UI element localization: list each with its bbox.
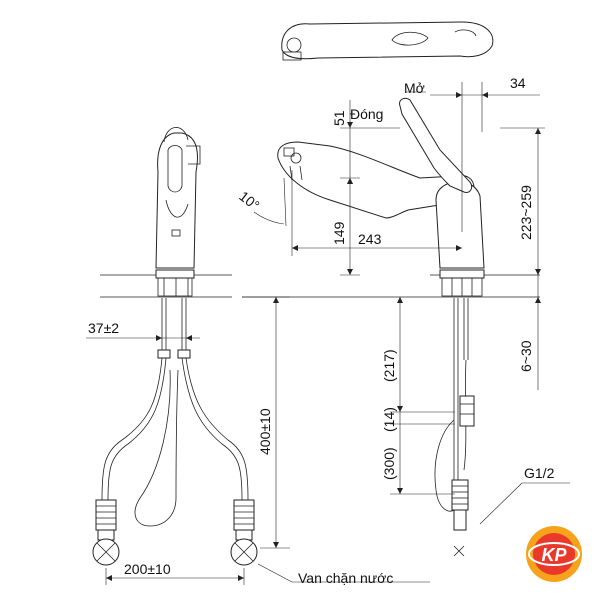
side-view	[242, 97, 540, 557]
label-dim-149: 149	[331, 221, 347, 245]
label-close: Đóng	[350, 106, 383, 122]
label-dim-51: 51	[331, 110, 347, 126]
label-dim-10deg: 10°	[236, 188, 263, 214]
label-dim-223-259: 223~259	[518, 185, 534, 240]
top-view	[281, 21, 494, 61]
label-dim-217: (217)	[381, 349, 397, 382]
kp-logo: KP	[526, 526, 582, 582]
label-open: Mở	[404, 80, 425, 96]
logo-text: KP	[541, 545, 567, 565]
label-dim-6-30: 6~30	[518, 340, 534, 372]
label-dim-300: (300)	[381, 447, 397, 480]
label-dim-14: (14)	[381, 407, 397, 432]
dimension-labels: Mở Đóng 34 51 10° 149 243 223~259 6~30 3…	[88, 75, 555, 586]
label-thread: G1/2	[524, 465, 555, 481]
front-view	[92, 127, 258, 566]
label-dim-34: 34	[510, 75, 526, 91]
label-dim-37: 37±2	[88, 320, 119, 336]
dimension-lines	[86, 82, 570, 585]
label-dim-243: 243	[358, 231, 382, 247]
label-valve: Van chặn nước	[298, 570, 393, 586]
label-dim-400: 400±10	[257, 408, 273, 455]
label-dim-200: 200±10	[124, 561, 171, 577]
